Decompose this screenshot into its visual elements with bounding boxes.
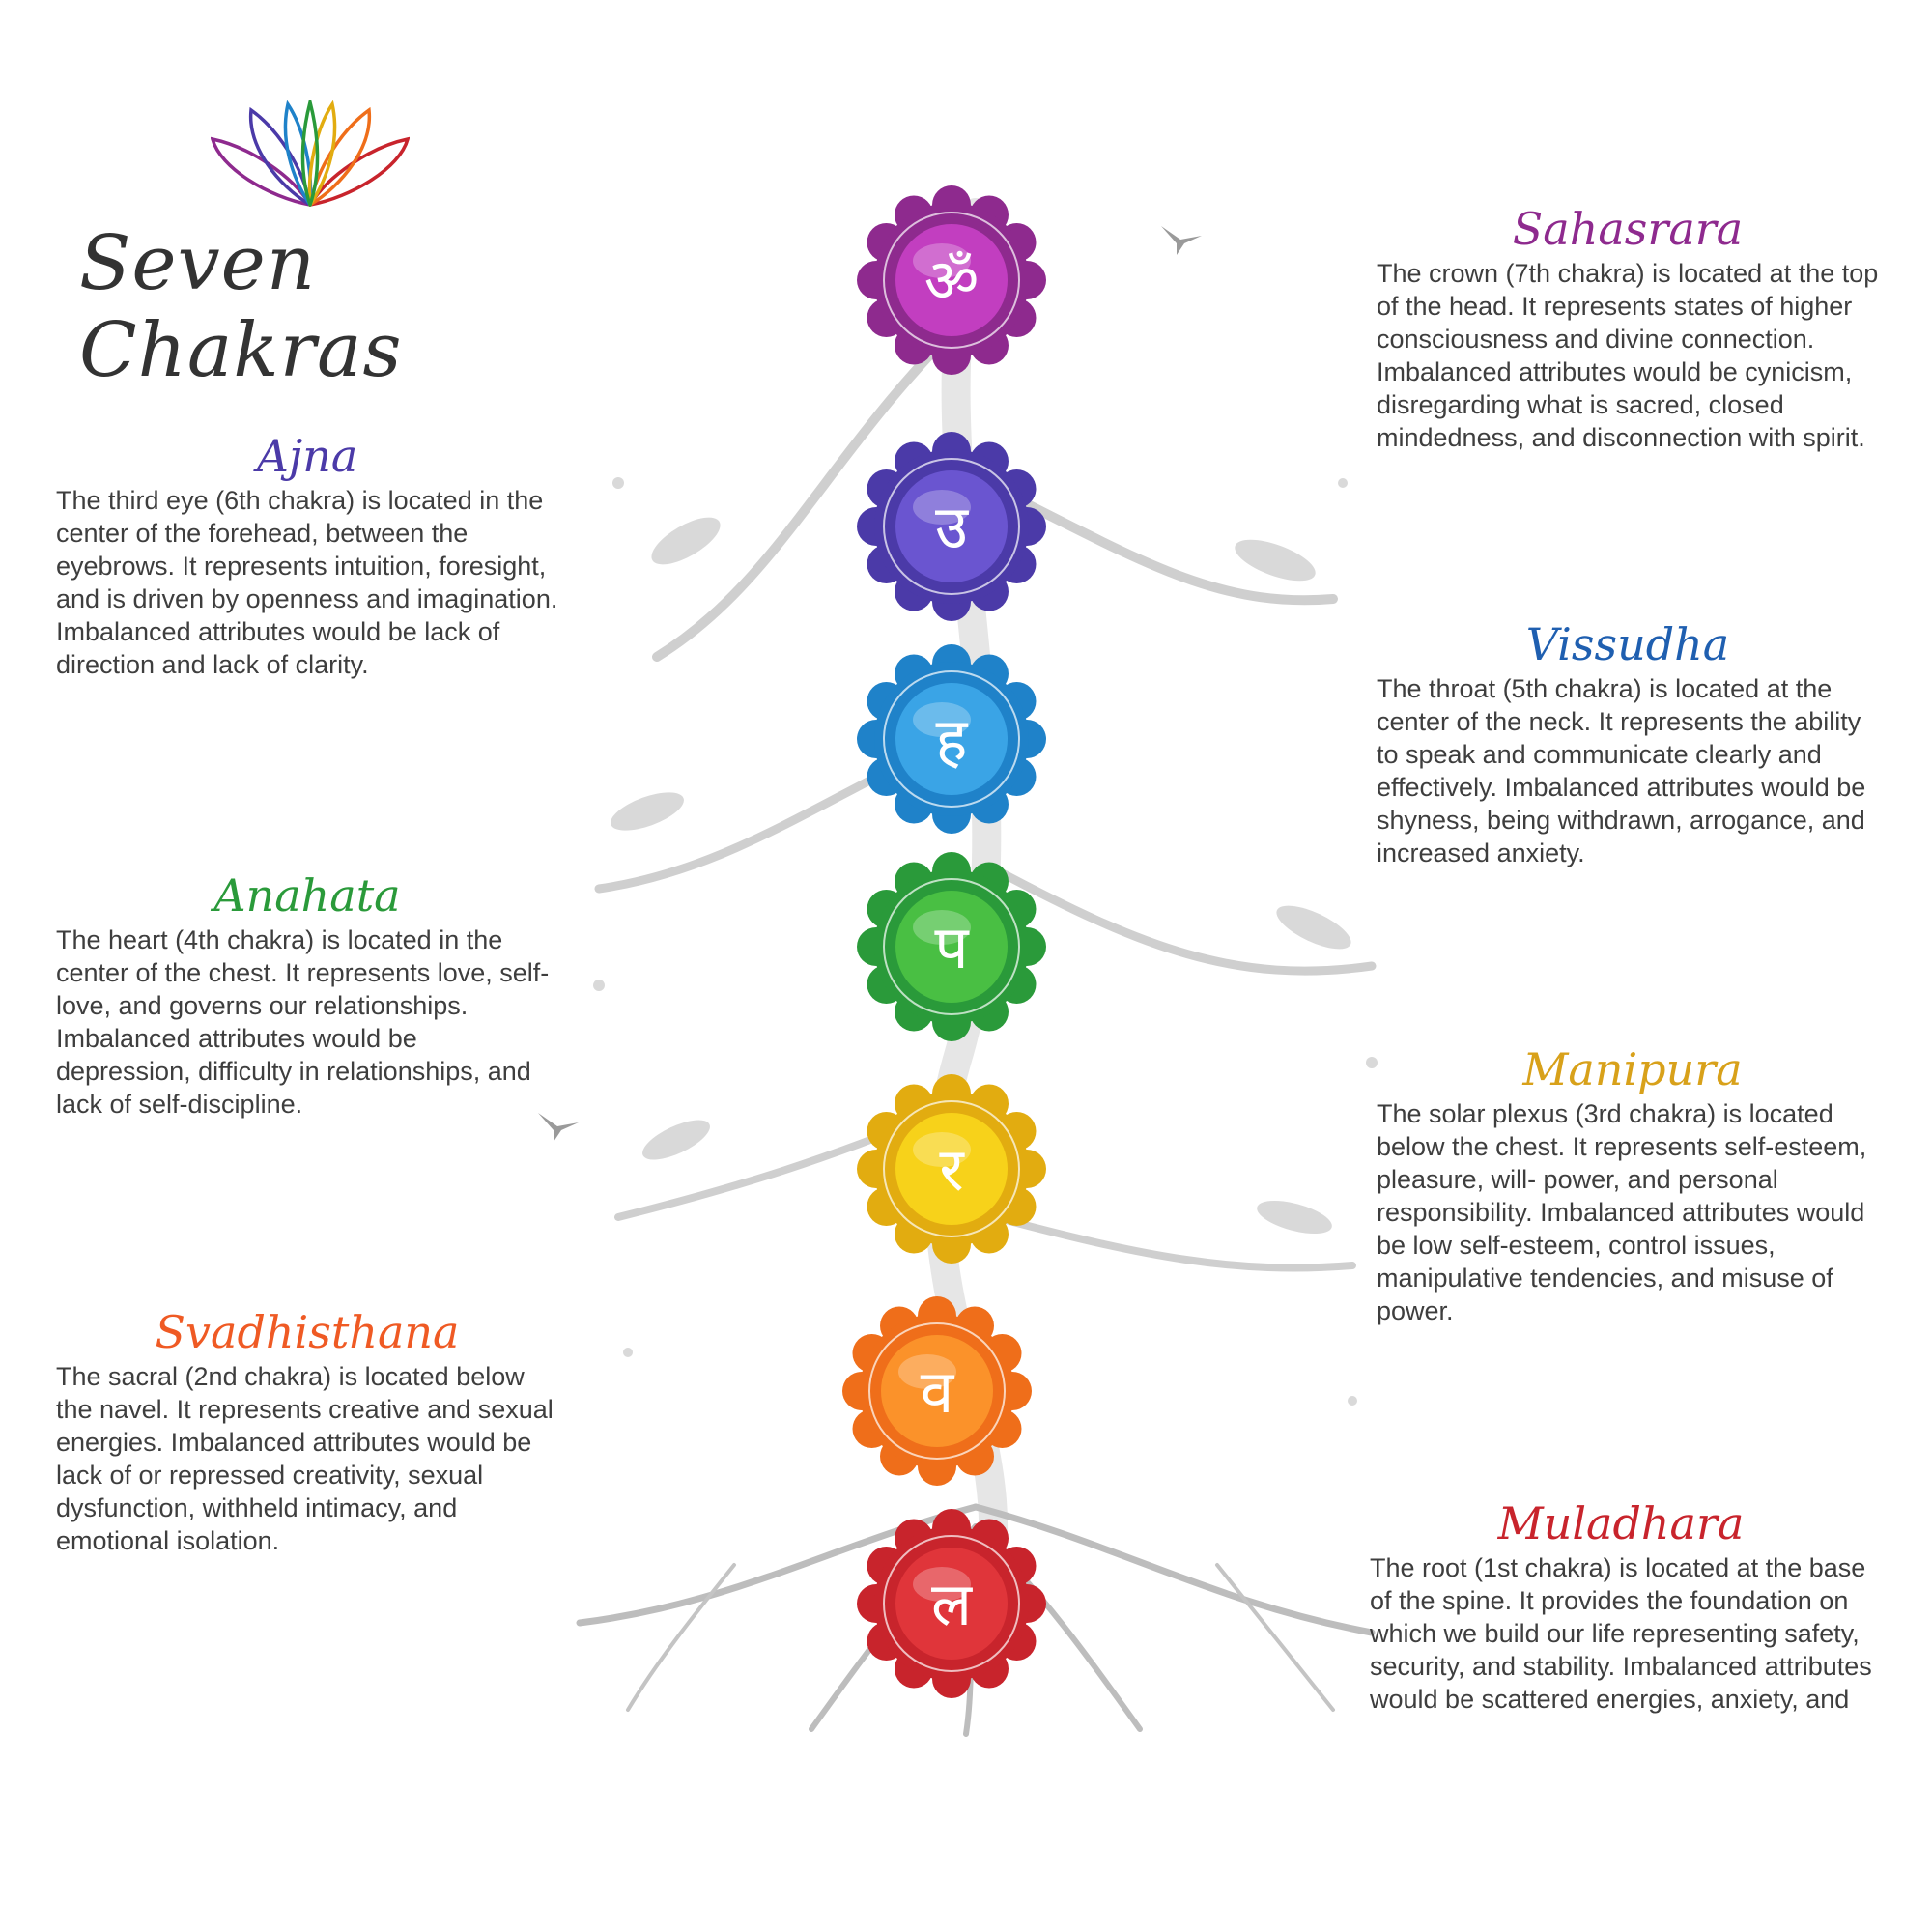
- third-eye-chakra-icon: उ: [855, 430, 1048, 623]
- anahata-title: Anahata: [213, 869, 401, 922]
- throat-glyph: ह: [936, 704, 969, 775]
- anahata-section: Anahata The heart (4th chakra) is locate…: [56, 869, 558, 1121]
- throat-chakra-icon: ह: [855, 642, 1048, 836]
- throat-medallion-graphic: ह: [857, 644, 1046, 834]
- manipura-description: The solar plexus (3rd chakra) is located…: [1377, 1099, 1867, 1325]
- vissudha-section: Vissudha The throat (5th chakra) is loca…: [1377, 618, 1879, 869]
- heart-glyph: प: [934, 912, 970, 982]
- vissudha-title: Vissudha: [1525, 618, 1730, 670]
- sacral-chakra-icon: व: [840, 1294, 1034, 1488]
- svadhisthana-title: Svadhisthana: [155, 1306, 460, 1358]
- lotus-logo-icon: [211, 100, 410, 207]
- solar-medallion-graphic: र: [857, 1074, 1046, 1264]
- manipura-title: Manipura: [1522, 1043, 1743, 1095]
- svadhisthana-section: Svadhisthana The sacral (2nd chakra) is …: [56, 1306, 558, 1557]
- crown-medallion-graphic: ॐ: [857, 185, 1046, 375]
- muladhara-title: Muladhara: [1497, 1497, 1745, 1549]
- third_eye-glyph: उ: [935, 492, 969, 562]
- hummingbird-icon: [1161, 226, 1202, 255]
- sacral-glyph: व: [921, 1356, 955, 1427]
- vissudha-description: The throat (5th chakra) is located at th…: [1377, 674, 1866, 867]
- solar-plexus-chakra-icon: र: [855, 1072, 1048, 1265]
- heart-chakra-icon: प: [855, 850, 1048, 1043]
- root-chakra-icon: ल: [855, 1507, 1048, 1700]
- sahasrara-title: Sahasrara: [1512, 203, 1744, 255]
- page-title: Seven Chakras: [79, 220, 403, 394]
- third_eye-medallion-graphic: उ: [857, 432, 1046, 621]
- anahata-description: The heart (4th chakra) is located in the…: [56, 925, 550, 1119]
- crown-chakra-icon: ॐ: [855, 184, 1048, 377]
- muladhara-section: Muladhara The root (1st chakra) is locat…: [1370, 1497, 1872, 1716]
- solar-glyph: र: [939, 1134, 965, 1205]
- muladhara-description: The root (1st chakra) is located at the …: [1370, 1553, 1872, 1714]
- ajna-description: The third eye (6th chakra) is located in…: [56, 486, 558, 679]
- heart-medallion-graphic: प: [857, 852, 1046, 1041]
- root-glyph: ल: [931, 1569, 973, 1639]
- svadhisthana-description: The sacral (2nd chakra) is located below…: [56, 1362, 554, 1555]
- manipura-section: Manipura The solar plexus (3rd chakra) i…: [1377, 1043, 1889, 1327]
- root-medallion-graphic: ल: [857, 1509, 1046, 1698]
- sahasrara-description: The crown (7th chakra) is located at the…: [1377, 259, 1879, 452]
- sacral-medallion-graphic: व: [842, 1296, 1032, 1486]
- crown-glyph: ॐ: [924, 245, 980, 316]
- hummingbird-icon: [538, 1113, 579, 1142]
- sahasrara-section: Sahasrara The crown (7th chakra) is loca…: [1377, 203, 1879, 454]
- ajna-title: Ajna: [256, 430, 358, 482]
- ajna-section: Ajna The third eye (6th chakra) is locat…: [56, 430, 558, 681]
